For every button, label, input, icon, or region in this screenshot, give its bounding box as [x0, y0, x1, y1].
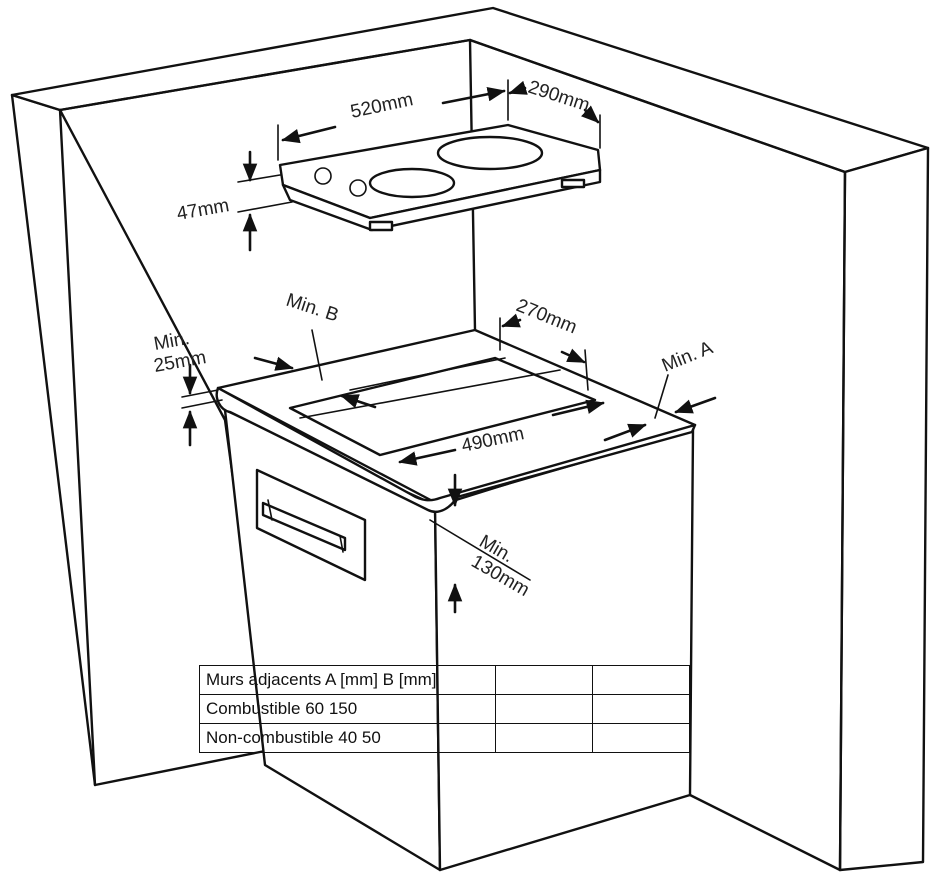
table-cell — [495, 723, 593, 753]
label-hob-width: 520mm — [349, 89, 415, 123]
table-row: Non-combustible 40 50 — [199, 723, 690, 753]
table-cell: Non-combustible 40 50 — [199, 723, 496, 753]
dimension-lines — [181, 79, 717, 614]
table-cell — [495, 665, 593, 695]
label-min-b: Min. B — [283, 290, 341, 327]
table-row: Combustible 60 150 — [199, 694, 690, 724]
label-hob-height: 47mm — [175, 195, 231, 225]
label-min-a: Min. A — [659, 337, 716, 376]
wall-corner — [10, 6, 930, 872]
cooktop-hob — [278, 123, 602, 232]
table-row: Murs adjacents A [mm] B [mm] — [199, 665, 690, 695]
table-cell: Murs adjacents A [mm] B [mm] — [199, 665, 496, 695]
label-hob-depth: 290mm — [525, 77, 592, 117]
table-cell — [495, 694, 593, 724]
cabinet — [215, 328, 697, 872]
table-cell — [592, 723, 690, 753]
table-cell: Combustible 60 150 — [199, 694, 496, 724]
table-cell — [592, 694, 690, 724]
clearance-table: Murs adjacents A [mm] B [mm] Combustible… — [199, 665, 690, 753]
table-cell — [592, 665, 690, 695]
label-cutout-depth: 270mm — [513, 295, 580, 338]
